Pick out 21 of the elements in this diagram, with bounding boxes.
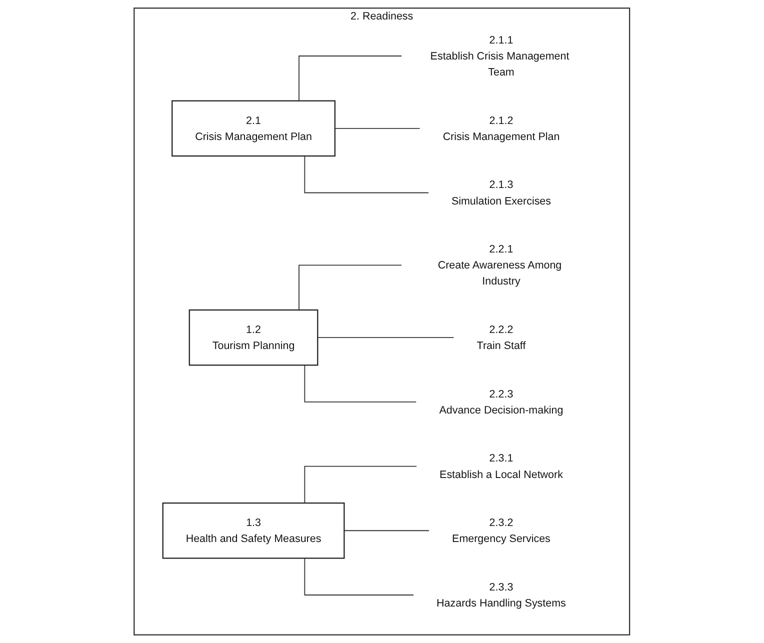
node-box: 2.1 Crisis Management Plan bbox=[172, 100, 336, 157]
node-text: 2.1.1 Establish Crisis Management Team bbox=[430, 33, 570, 78]
connector bbox=[304, 364, 417, 402]
connector bbox=[317, 337, 454, 338]
node-box: 1.3 Health and Safety Measures bbox=[162, 502, 345, 559]
connector bbox=[298, 264, 402, 310]
node-text: 2.2.2 Train Staff bbox=[476, 323, 526, 352]
connector bbox=[344, 530, 430, 532]
connector bbox=[304, 466, 418, 504]
node-text: 2.3.1 Establish a Local Network bbox=[440, 452, 564, 480]
connector bbox=[304, 156, 430, 194]
node-box: 1.2 Tourism Planning bbox=[188, 309, 318, 366]
node-text: 2.3.3 Hazards Handling Systems bbox=[436, 580, 566, 609]
connector bbox=[334, 128, 420, 129]
node-text: 2.3.2 Emergency Services bbox=[452, 516, 551, 544]
connector bbox=[304, 558, 414, 596]
node-text: 2.1.3 Simulation Exercises bbox=[452, 178, 552, 207]
node-text: 2.1.2 Crisis Management Plan bbox=[442, 114, 560, 142]
node-text: 2.2.3 Advance Decision-making bbox=[439, 387, 564, 416]
node-text: 2.2.1 Create Awareness Among Industry bbox=[438, 242, 562, 288]
connector bbox=[298, 56, 402, 102]
